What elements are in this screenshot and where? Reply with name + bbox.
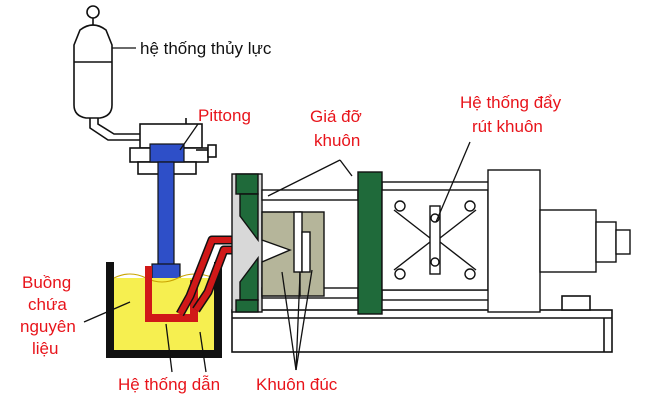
leader-conduit-a <box>165 323 173 373</box>
label-chamber-line1: Buồng <box>22 273 71 292</box>
fixed-platen <box>231 173 263 313</box>
label-piston: Pittong <box>198 106 251 125</box>
label-chamber-line4: liệu <box>32 339 58 358</box>
piston <box>149 143 185 283</box>
rear-platen <box>487 169 631 313</box>
label-chamber-line2: chứa <box>28 295 67 314</box>
leader-chamber <box>83 301 131 323</box>
label-conduit-system: Hệ thống dẫn <box>118 375 220 394</box>
hydraulic-accumulator <box>73 5 140 141</box>
hydraulic-cylinder <box>129 118 217 175</box>
die-mold <box>261 211 325 297</box>
label-mold-holder-line2: khuôn <box>314 131 360 150</box>
label-chamber-line3: nguyên <box>20 317 76 336</box>
label-ejector-line1: Hệ thống đẩy <box>460 93 562 112</box>
leader-lines <box>83 47 471 373</box>
leader-piston <box>179 123 199 151</box>
machine-base <box>231 295 613 353</box>
leader-mold-holder-a <box>267 159 341 197</box>
leader-ejector <box>435 141 471 223</box>
leader-mold-b <box>295 273 301 371</box>
label-casting-mold: Khuôn đúc <box>256 375 338 394</box>
label-mold-holder-line1: Giá đỡ <box>310 107 362 126</box>
label-hydraulic-system: hệ thống thủy lực <box>140 39 272 58</box>
leader-conduit-b <box>199 331 207 373</box>
moving-platen <box>357 171 383 315</box>
label-ejector-line2: rút khuôn <box>472 117 543 136</box>
leader-mold-holder-b <box>339 159 353 177</box>
ejector-mechanism <box>381 189 489 291</box>
leader-mold-c <box>295 269 313 371</box>
leader-mold-a <box>281 271 297 371</box>
